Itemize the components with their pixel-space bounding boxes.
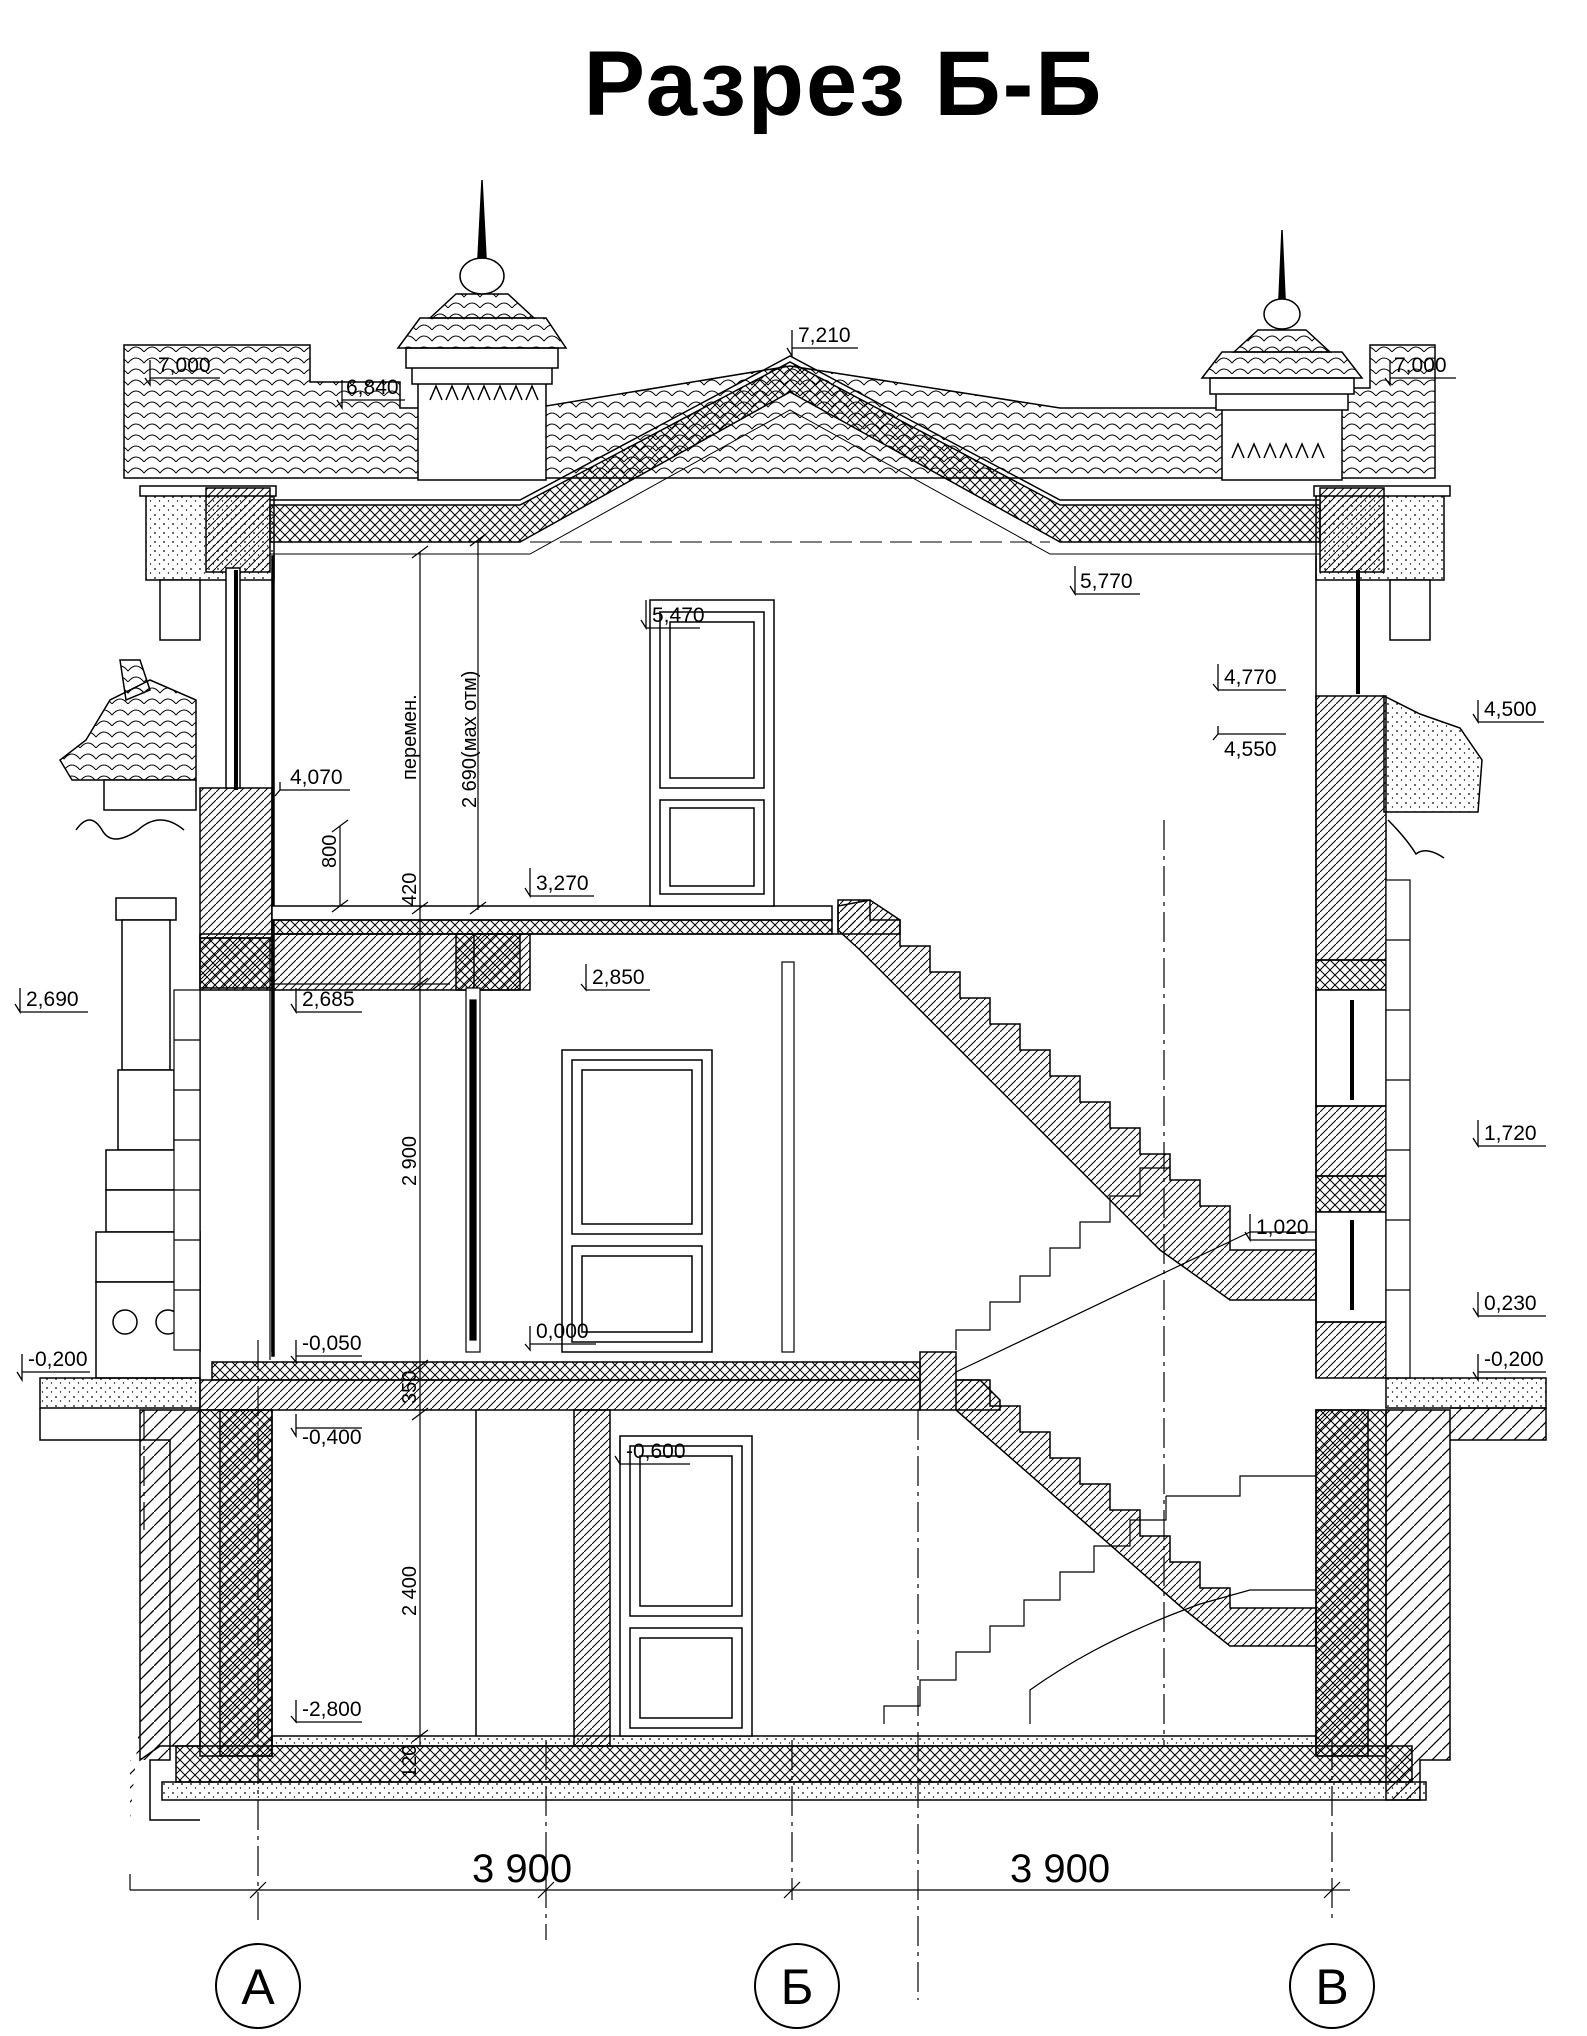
right-pilasters [1385,879,1411,1379]
level-basement-door: -0,600 [626,1440,686,1463]
axis-marker-b: Б [754,1943,840,2029]
vertical-dimension-chain [270,533,487,1746]
dim-800: 800 [319,835,341,868]
level-window-top-right: 4,770 [1224,666,1277,689]
dim-2900: 2 900 [399,1136,421,1186]
partition-columns [269,940,795,1360]
level-roof-ridge: 7,210 [798,324,851,347]
dim-350: 350 [399,1371,421,1404]
attic-floor-slab [199,899,901,991]
level-attic-floor: 3,270 [536,872,589,895]
level-ground-left: -0,200 [28,1348,88,1371]
dim-max-height: 2 690(мах отм) [459,671,481,808]
level-window-right-mid: 1,720 [1484,1122,1537,1145]
axis-marker-v: В [1289,1943,1375,2029]
dim-2400: 2 400 [399,1566,421,1616]
level-roof-eave-left: 6,840 [346,376,399,399]
left-cupola [396,179,568,481]
basement-door [619,1435,753,1737]
level-landing: 2,850 [592,966,645,989]
dim-variable: перемен. [399,694,421,780]
left-pilasters [173,989,201,1351]
level-floor-first: 0,000 [536,1320,589,1343]
drawing-title: Разрез Б-Б [583,33,1104,135]
level-door-attic: 5,470 [652,604,705,627]
dim-420: 420 [399,873,421,906]
level-window-left-sill: 4,070 [290,766,343,789]
dim-span-left: 3 900 [472,1847,572,1891]
horizontal-dimension-chain [129,1874,1350,1899]
axis-label-v: В [1315,1959,1348,2015]
right-wall [1315,556,1387,1379]
right-cornice [1313,485,1451,641]
axis-label-b: Б [781,1959,814,2015]
level-ground-right: -0,200 [1484,1348,1544,1371]
foundation [161,1735,1427,1801]
attic-door [649,599,775,907]
level-stair-landing: 1,020 [1256,1216,1309,1239]
dim-120: 120 [399,1745,421,1778]
axis-marker-a: А [215,1943,301,2029]
right-canopy [1383,694,1483,859]
right-cupola [1200,229,1364,481]
dim-span-right: 3 900 [1010,1847,1110,1891]
level-basement-floor: -2,800 [302,1698,362,1721]
level-window-bottom-right: 4,550 [1224,738,1277,761]
basement-walls [199,934,1387,1757]
lower-stair [955,1379,1317,1647]
first-floor-door [561,1049,713,1353]
level-marks [14,330,1546,1724]
level-column-top: 2,690 [26,988,79,1011]
left-cornice [139,485,277,641]
level-porch: -0,050 [302,1332,362,1355]
axis-lines [143,820,1333,2000]
level-ceiling-first: 2,685 [302,988,355,1011]
level-ceiling-attic: 5,770 [1080,570,1133,593]
upper-stair [837,899,1317,1301]
level-window-right-low: 0,230 [1484,1292,1537,1315]
level-roof-left: 7,000 [158,354,211,377]
level-roof-right: 7,000 [1394,354,1447,377]
stair-outline-lines [883,1167,1316,1724]
level-canopy-right: 4,500 [1484,698,1537,721]
ground-floor-slab [199,1351,1001,1411]
axis-label-a: А [241,1959,275,2015]
ground-soil [39,1377,1547,1821]
level-basement-ceiling: -0,400 [302,1426,362,1449]
